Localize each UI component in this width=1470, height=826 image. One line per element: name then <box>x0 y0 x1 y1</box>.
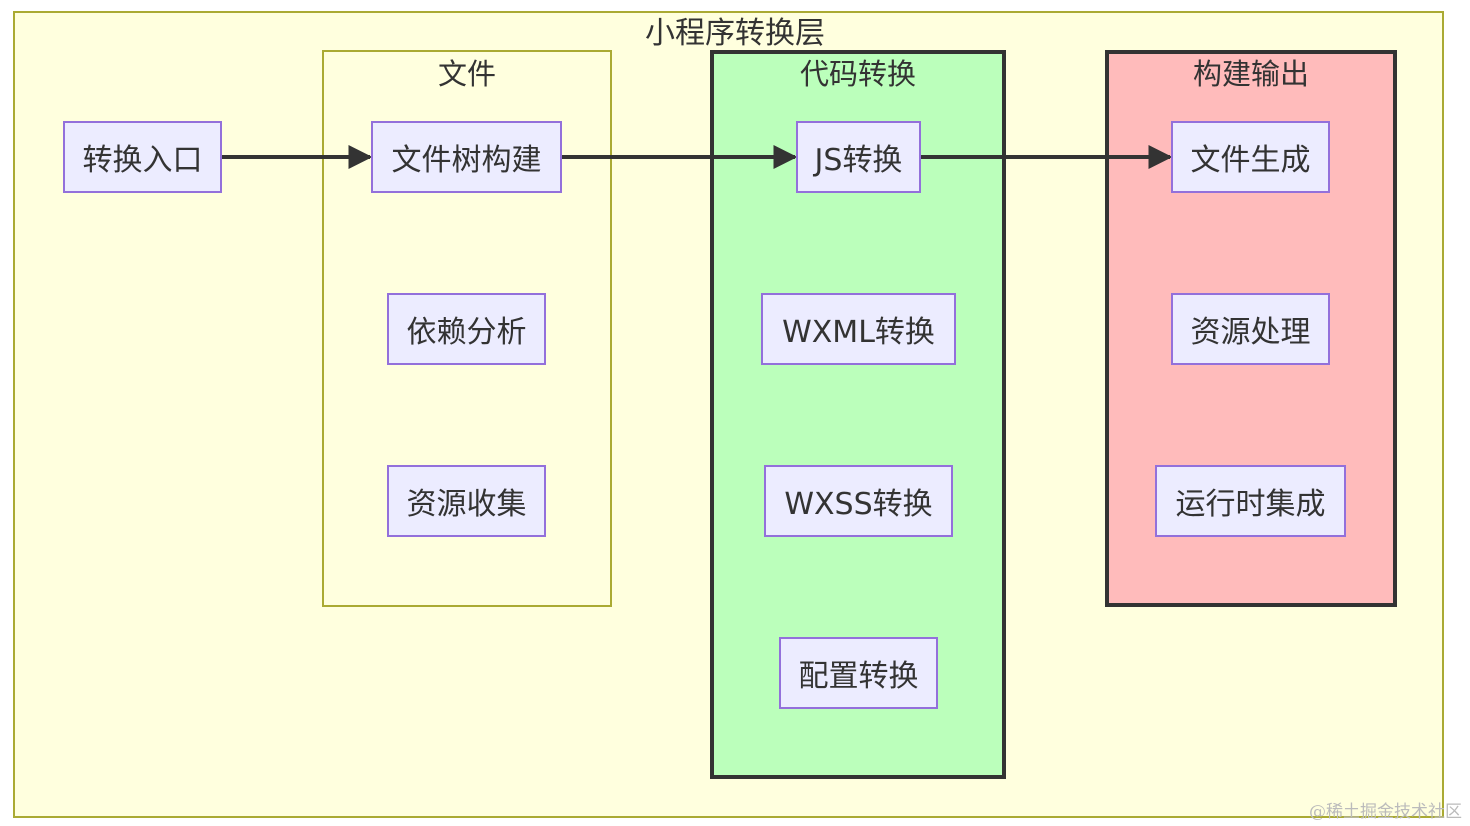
node-wxss-conversion[interactable]: WXSS转换 <box>764 465 953 537</box>
node-wxml-conversion[interactable]: WXML转换 <box>761 293 956 365</box>
node-config-conversion[interactable]: 配置转换 <box>779 637 938 709</box>
node-file-generation[interactable]: 文件生成 <box>1171 121 1330 193</box>
outer-subgraph-title: 小程序转换层 <box>645 16 825 51</box>
code-conversion-subgraph-title: 代码转换 <box>799 57 916 91</box>
node-entry[interactable]: 转换入口 <box>63 121 222 193</box>
node-resource-processing[interactable]: 资源处理 <box>1171 293 1330 365</box>
node-resource-collect[interactable]: 资源收集 <box>387 465 546 537</box>
node-runtime-integration[interactable]: 运行时集成 <box>1155 465 1346 537</box>
watermark: @稀土掘金技术社区 <box>1309 802 1462 822</box>
build-output-subgraph-title: 构建输出 <box>1192 57 1309 91</box>
node-file-tree[interactable]: 文件树构建 <box>371 121 562 193</box>
node-js-conversion[interactable]: JS转换 <box>796 121 921 193</box>
file-subgraph-title: 文件 <box>437 57 496 91</box>
node-dependency-analysis[interactable]: 依赖分析 <box>387 293 546 365</box>
